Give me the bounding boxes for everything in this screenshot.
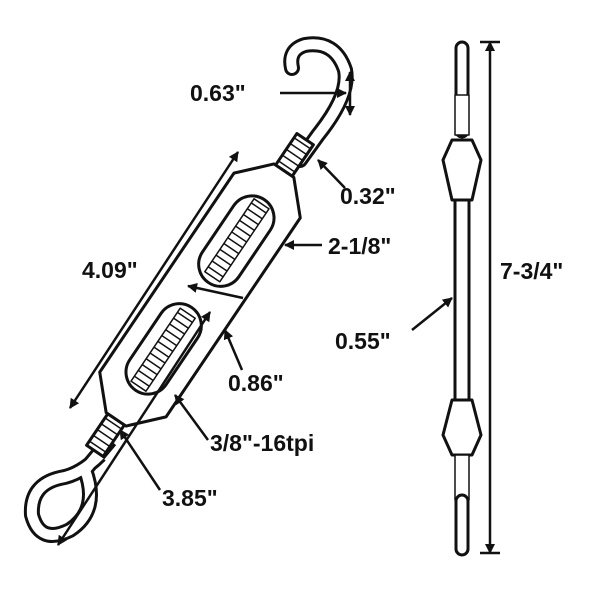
thread-spec-label: 3/8"-16tpi — [210, 430, 315, 456]
hook-wire-label: 0.32" — [340, 183, 396, 209]
thread-slot-length-label: 2-1/8" — [328, 233, 392, 259]
body-width-label: 0.86" — [228, 370, 284, 396]
side-view-rod — [441, 40, 483, 557]
body-thickness-label: 0.55" — [335, 328, 391, 354]
eye-extension-label: 3.85" — [162, 485, 218, 511]
overall-length-label: 7-3/4" — [498, 258, 566, 284]
body-length-label: 4.09" — [82, 257, 138, 283]
turnbuckle-body — [85, 132, 315, 458]
hook-opening-label: 0.63" — [190, 80, 246, 106]
